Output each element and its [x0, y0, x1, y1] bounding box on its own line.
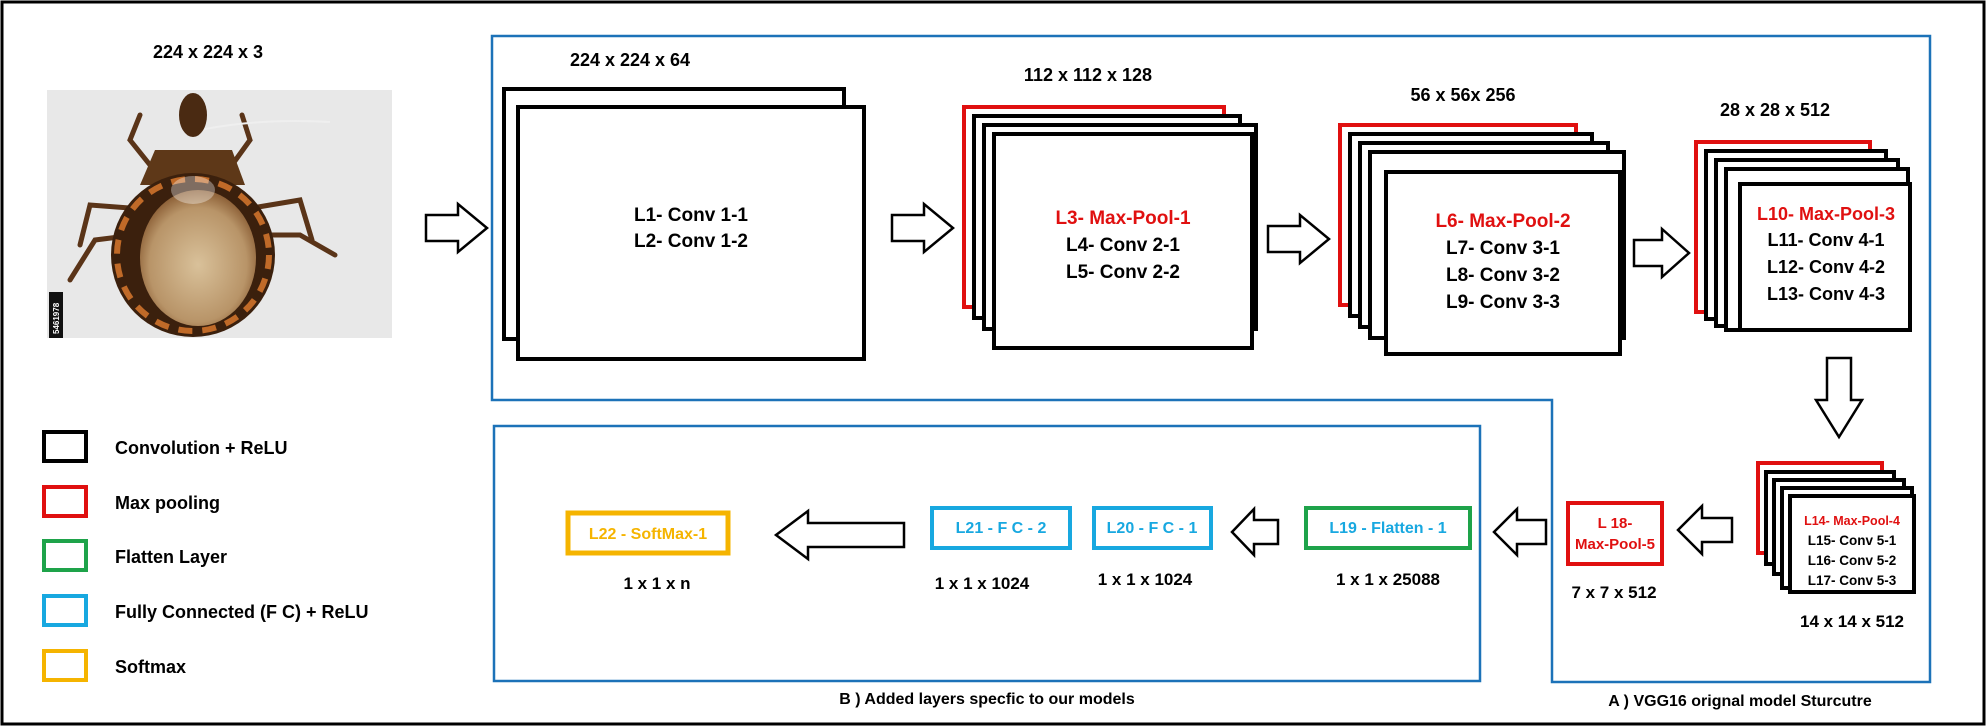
- b5-block-stack: [1756, 461, 1916, 594]
- legend-swatch-softmax: [42, 649, 88, 682]
- fc2-dims-label: 1 x 1 x 1024: [935, 574, 1030, 593]
- legend-swatch-pool: [42, 485, 88, 518]
- fc1-dims-label: 1 x 1 x 1024: [1098, 570, 1193, 589]
- b2-conv-2-2: L5- Conv 2-2: [1066, 262, 1180, 283]
- b3-conv-3-1: L7- Conv 3-1: [1446, 238, 1560, 259]
- b5-dims-label: 14 x 14 x 512: [1800, 612, 1904, 631]
- added-layers-region-outline: [492, 424, 1482, 683]
- legend-swatch-conv: [42, 430, 88, 463]
- fc1-box: [1092, 506, 1213, 550]
- arrow-b4-down-to-b5: [1813, 356, 1865, 440]
- arrow-input-to-b1: [424, 201, 489, 255]
- caption-vgg16: A ) VGG16 orignal model Sturcutre: [1608, 693, 1872, 710]
- arrow-b2-to-b3: [1266, 212, 1331, 266]
- legend-label-softmax: Softmax: [115, 657, 186, 677]
- b3-conv-3-2: L8- Conv 3-2: [1446, 265, 1560, 286]
- b4-dims-label: 28 x 28 x 512: [1720, 100, 1830, 120]
- b4-block-stack: [1694, 140, 1912, 332]
- vgg16-region-outline: [490, 34, 1932, 684]
- arrow-b1-to-b2: [890, 201, 955, 255]
- softmax-box: [565, 510, 731, 556]
- flatten-dims-label: 1 x 1 x 25088: [1336, 570, 1440, 589]
- arrow-fc2-to-softmax: [773, 508, 906, 562]
- specimen-tag: 5461978: [52, 302, 61, 334]
- legend: Convolution + ReLU Max pooling Flatten L…: [42, 430, 369, 682]
- b2-max-pool-1: L3- Max-Pool-1: [1055, 208, 1191, 229]
- b2-block-stack: [962, 105, 1258, 350]
- legend-label-pool: Max pooling: [115, 493, 220, 513]
- fc2-box: [930, 506, 1072, 550]
- b5-conv-5-1: L15- Conv 5-1: [1808, 533, 1897, 548]
- arrow-b5-to-pool5: [1676, 502, 1734, 558]
- pool5-label-line2: Max-Pool-5: [1575, 536, 1655, 553]
- b4-conv-4-3: L13- Conv 4-3: [1767, 284, 1885, 304]
- pool5-label-line1: L 18-: [1598, 515, 1633, 532]
- b1-conv-1-2: L2- Conv 1-2: [634, 231, 748, 252]
- b4-max-pool-3: L10- Max-Pool-3: [1757, 204, 1895, 224]
- pool5-dims-label: 7 x 7 x 512: [1571, 583, 1656, 602]
- arrow-flatten-to-fc1: [1230, 505, 1280, 559]
- legend-label-flatten: Flatten Layer: [115, 547, 227, 567]
- b5-max-pool-4: L14- Max-Pool-4: [1804, 514, 1900, 528]
- input-specimen-image: 5461978: [47, 90, 392, 338]
- arrow-pool5-to-flatten: [1492, 505, 1548, 559]
- arrow-b3-to-b4: [1632, 226, 1691, 280]
- legend-label-conv: Convolution + ReLU: [115, 438, 288, 458]
- b5-conv-5-3: L17- Conv 5-3: [1808, 573, 1897, 588]
- b2-dims-label: 112 x 112 x 128: [1024, 65, 1152, 85]
- flatten-box: [1304, 506, 1472, 550]
- pool5-box: [1566, 501, 1664, 566]
- flatten-label: L19 - Flatten - 1: [1329, 520, 1446, 537]
- fc2-label: L21 - F C - 2: [956, 520, 1047, 537]
- fc1-label: L20 - F C - 1: [1107, 520, 1198, 537]
- b1-conv-1-1: L1- Conv 1-1: [634, 205, 748, 226]
- softmax-label: L22 - SoftMax-1: [589, 526, 707, 543]
- legend-label-fc: Fully Connected (F C) + ReLU: [115, 602, 369, 622]
- legend-swatch-flatten: [42, 539, 88, 572]
- b2-conv-2-1: L4- Conv 2-1: [1066, 235, 1180, 256]
- caption-added-layers: B ) Added layers specfic to our models: [839, 691, 1135, 708]
- b4-conv-4-1: L11- Conv 4-1: [1767, 230, 1884, 250]
- b1-dims-label: 224 x 224 x 64: [570, 50, 690, 70]
- b3-conv-3-3: L9- Conv 3-3: [1446, 292, 1560, 313]
- b3-block-stack: [1338, 123, 1626, 356]
- b1-block-stack: [502, 87, 866, 361]
- input-dims-label: 224 x 224 x 3: [153, 42, 263, 62]
- b3-max-pool-2: L6- Max-Pool-2: [1435, 211, 1570, 232]
- softmax-dims-label: 1 x 1 x n: [623, 574, 690, 593]
- b4-conv-4-2: L12- Conv 4-2: [1767, 257, 1885, 277]
- legend-swatch-fc: [42, 594, 88, 627]
- b5-conv-5-2: L16- Conv 5-2: [1808, 553, 1897, 568]
- b3-dims-label: 56 x 56x 256: [1410, 85, 1515, 105]
